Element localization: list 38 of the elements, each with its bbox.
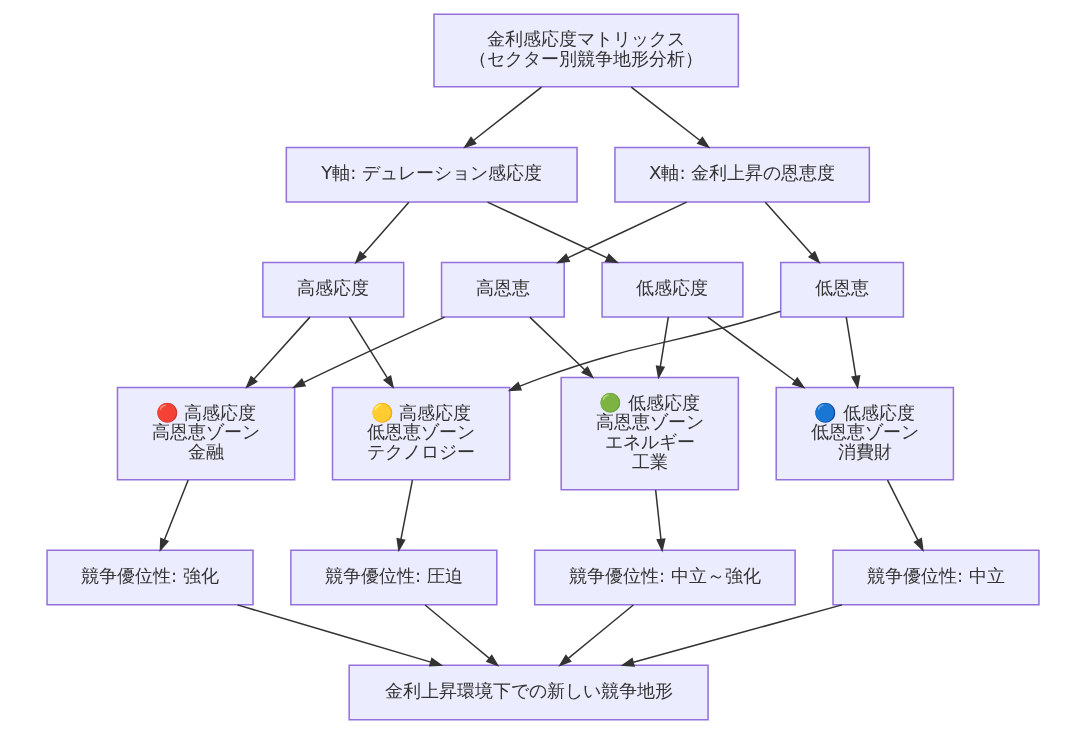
arrow	[236, 604, 444, 667]
node-box: 高感応度	[262, 261, 405, 318]
arrow	[620, 604, 843, 667]
node-box: 金利上昇環境下での新しい競争地形	[348, 664, 709, 721]
arrow	[845, 316, 861, 390]
node-box: 🟢 低感応度 高恩恵ゾーン エネルギー 工業	[560, 376, 740, 491]
arrow	[529, 316, 595, 379]
arrow	[245, 316, 311, 389]
node-box: 競争優位性: 圧迫	[290, 549, 498, 606]
arrow	[655, 316, 670, 380]
arrow	[159, 479, 189, 552]
arrow	[396, 479, 414, 553]
arrow	[354, 201, 410, 265]
node-box: Y軸: デュレーション感応度	[285, 146, 578, 203]
arrow	[424, 604, 500, 667]
node-box: 🔴 高感応度 高恩恵ゾーン 金融	[116, 386, 296, 481]
node-box: 低恩恵	[780, 261, 905, 318]
arrow	[556, 201, 688, 264]
arrow	[654, 489, 666, 553]
arrow	[764, 201, 821, 265]
arrow	[348, 316, 395, 389]
node-box: X軸: 金利上昇の恩恵度	[614, 146, 871, 203]
node-box: 競争優位性: 強化	[46, 549, 254, 606]
arrow	[291, 316, 446, 389]
arrow	[486, 201, 619, 264]
arrow	[463, 86, 543, 149]
node-box: 競争優位性: 中立	[832, 549, 1040, 606]
node-box: 高恩恵	[440, 261, 565, 318]
node-box: 🟡 高感応度 低恩恵ゾーン テクノロジー	[331, 386, 511, 481]
arrow	[630, 86, 711, 149]
node-box: 🔵 低感応度 低恩恵ゾーン 消費財	[775, 386, 955, 481]
arrow	[507, 310, 782, 392]
arrow	[707, 316, 806, 389]
node-box: 競争優位性: 中立～強化	[533, 549, 796, 606]
node-box: 金利感応度マトリックス （セクター別競争地形分析）	[433, 13, 740, 88]
arrow	[558, 604, 635, 667]
node-box: 低感応度	[601, 261, 744, 318]
arrow	[886, 479, 924, 552]
